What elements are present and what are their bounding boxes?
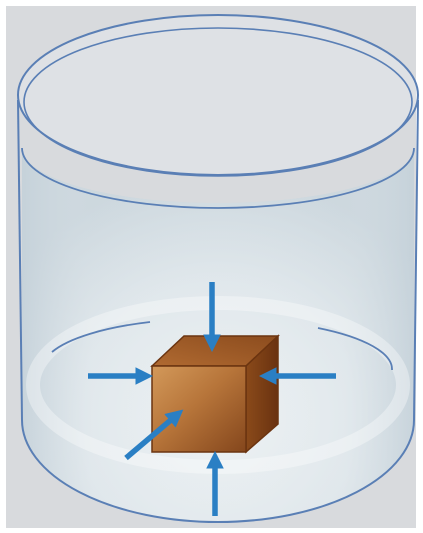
pressure-arrows — [88, 282, 336, 516]
container-rim-inner — [23, 27, 413, 177]
container-bottom-back-right — [317, 327, 393, 371]
container-right-wall — [413, 99, 419, 421]
arrow-diagonal-icon — [124, 409, 184, 461]
cube-front-face — [151, 365, 247, 453]
cube — [150, 334, 280, 454]
container-rim-outer — [17, 14, 419, 176]
container-left-wall — [17, 99, 23, 421]
fluid-surface — [21, 147, 415, 209]
container-bottom-back-left — [51, 321, 151, 353]
container-bottom-front — [21, 419, 415, 523]
